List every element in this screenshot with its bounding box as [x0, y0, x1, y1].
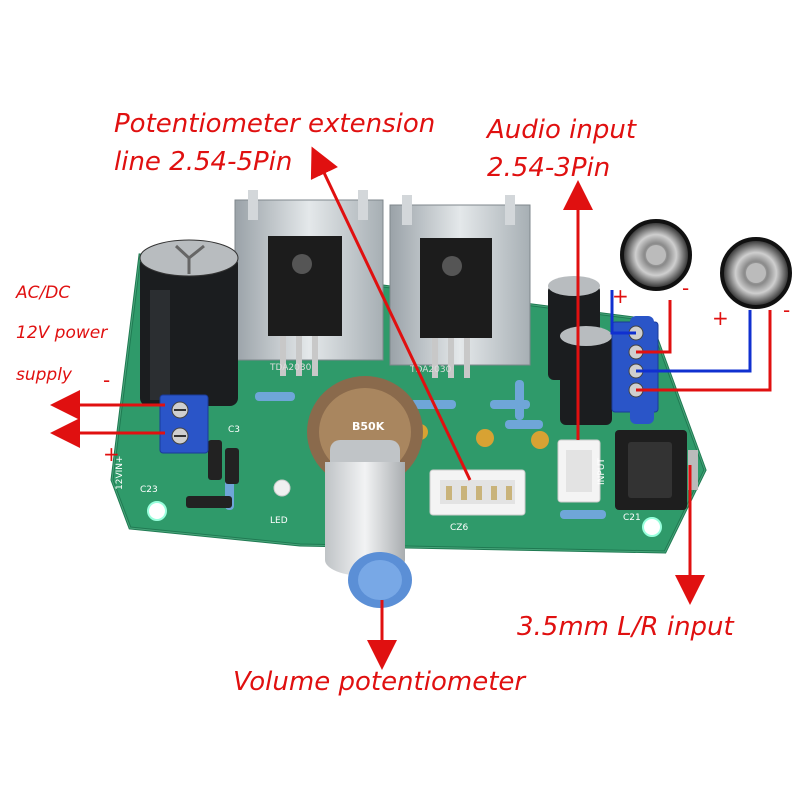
power-label-line3: supply	[16, 365, 72, 385]
speaker1-plus-sign: +	[612, 284, 629, 308]
chip-marking: TDA2030	[409, 365, 452, 375]
cap-marking: C21	[623, 513, 641, 523]
heatsink-left: TDA2030	[234, 190, 384, 376]
main-capacitor	[139, 239, 239, 406]
cap-marking: C23	[140, 485, 158, 495]
speaker2-minus-sign: -	[783, 298, 791, 322]
power-minus-sign: -	[103, 368, 111, 392]
pot-extension-label-line2: line 2.54-5Pin	[114, 147, 293, 177]
diodes	[186, 440, 239, 508]
connector-5pin	[429, 469, 526, 516]
voltage-marking: 12VIN+	[115, 455, 125, 490]
chip-marking: TDA2030	[269, 363, 312, 373]
power-plus-sign: +	[103, 442, 120, 466]
power-label-line2: 12V power	[16, 323, 108, 343]
audio-input-label-line2: 2.54-3Pin	[487, 153, 611, 183]
speaker2-plus-sign: +	[712, 306, 729, 330]
connector-marking: INPUT	[597, 458, 607, 485]
pot-value-marking: B50K	[352, 420, 385, 433]
led	[273, 479, 291, 497]
speaker1-minus-sign: -	[682, 276, 690, 300]
led-marking: LED	[270, 516, 288, 526]
speaker-2	[720, 237, 792, 309]
connector-3pin	[557, 439, 601, 503]
volume-potentiometer-label: Volume potentiometer	[233, 667, 526, 697]
audio-input-label-line1: Audio input	[487, 115, 637, 145]
audio-jack-3-5mm	[615, 430, 698, 510]
lr-input-label: 3.5mm L/R input	[517, 612, 734, 642]
annotation-arrows	[50, 146, 705, 670]
heatsink-right: TDA2030	[389, 195, 531, 378]
speaker-wires	[610, 290, 772, 392]
power-terminal-block	[159, 394, 209, 454]
mounting-hole	[147, 501, 167, 521]
cap-marking: C3	[228, 425, 240, 435]
power-label-line1: AC/DC	[16, 283, 71, 303]
mounting-hole	[642, 517, 662, 537]
pot-extension-label-line1: Potentiometer extension	[114, 109, 436, 139]
capacitor-small	[548, 276, 612, 425]
volume-potentiometer-body: B50K	[307, 376, 423, 608]
connector-marking: CZ6	[450, 523, 468, 533]
speaker-1	[620, 219, 692, 291]
